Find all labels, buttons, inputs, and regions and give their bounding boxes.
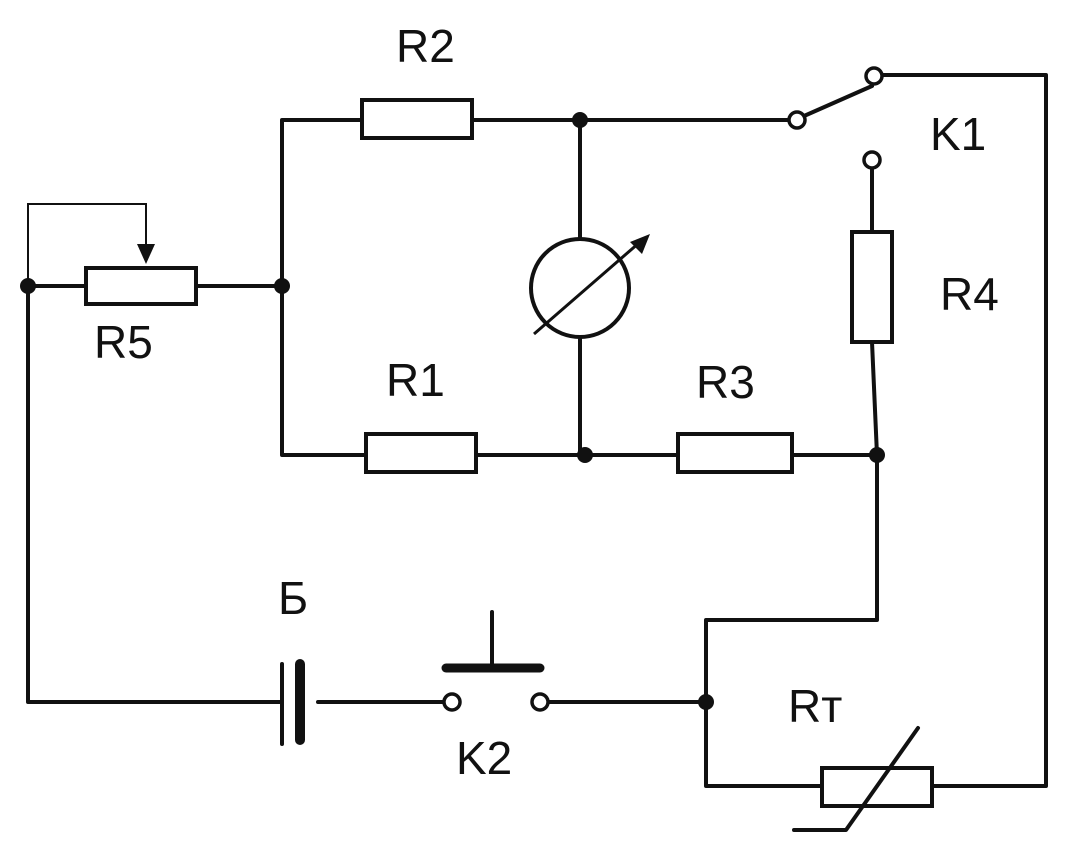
- galvanometer-circle: [529, 237, 631, 339]
- r5-slider-arrow: [137, 244, 155, 264]
- galvanometer-arrow-head: [630, 234, 650, 254]
- label-r3: R3: [696, 356, 755, 408]
- k1-terminal-upper: [864, 66, 884, 86]
- junctions: [20, 112, 885, 710]
- label-r1: R1: [386, 354, 445, 406]
- wire-rt-to-k1: [880, 73, 1048, 788]
- label-r5: R5: [94, 316, 153, 368]
- r5-body: [84, 266, 198, 306]
- thermistor-rt: [792, 726, 934, 832]
- node-r5-bridge: [274, 278, 290, 294]
- node-r3-r4: [869, 447, 885, 463]
- label-k2: K2: [456, 732, 512, 784]
- r3-body: [676, 432, 794, 474]
- battery-b: [280, 659, 305, 746]
- k2-terminal-right: [530, 692, 550, 712]
- wire-left-to-battery: [26, 284, 284, 704]
- r5-slider-wire: [27, 203, 147, 286]
- node-top-meter: [572, 112, 588, 128]
- wire-r4-to-node: [870, 340, 879, 457]
- node-left: [20, 278, 36, 294]
- r2-body: [360, 98, 474, 140]
- label-k1: K1: [930, 108, 986, 160]
- r1-body: [364, 432, 478, 474]
- label-rt: Rт: [788, 680, 842, 732]
- rt-variable-slash: [792, 726, 920, 832]
- node-k2-rt: [698, 694, 714, 710]
- wire-left-to-r2: [280, 118, 364, 286]
- galvanometer: [529, 234, 650, 339]
- k1-terminal-lower: [862, 150, 882, 170]
- switch-k1: [787, 66, 884, 170]
- label-r2: R2: [396, 20, 455, 72]
- wire-node-to-rt-node: [704, 453, 879, 704]
- galvanometer-arrow-line: [533, 240, 641, 336]
- wire-node-to-rt: [704, 700, 824, 788]
- k1-terminal-common: [787, 110, 807, 130]
- label-r4: R4: [940, 268, 999, 320]
- wire-left-to-r1: [280, 282, 368, 457]
- r4-body: [850, 230, 894, 344]
- k1-blade: [802, 84, 874, 118]
- wires: [26, 73, 1048, 788]
- k2-terminal-left: [442, 692, 462, 712]
- rheostat-r5: [27, 203, 198, 306]
- pushbutton-k2: [441, 610, 550, 712]
- node-bottom-meter: [577, 447, 593, 463]
- label-battery: Б: [278, 572, 308, 624]
